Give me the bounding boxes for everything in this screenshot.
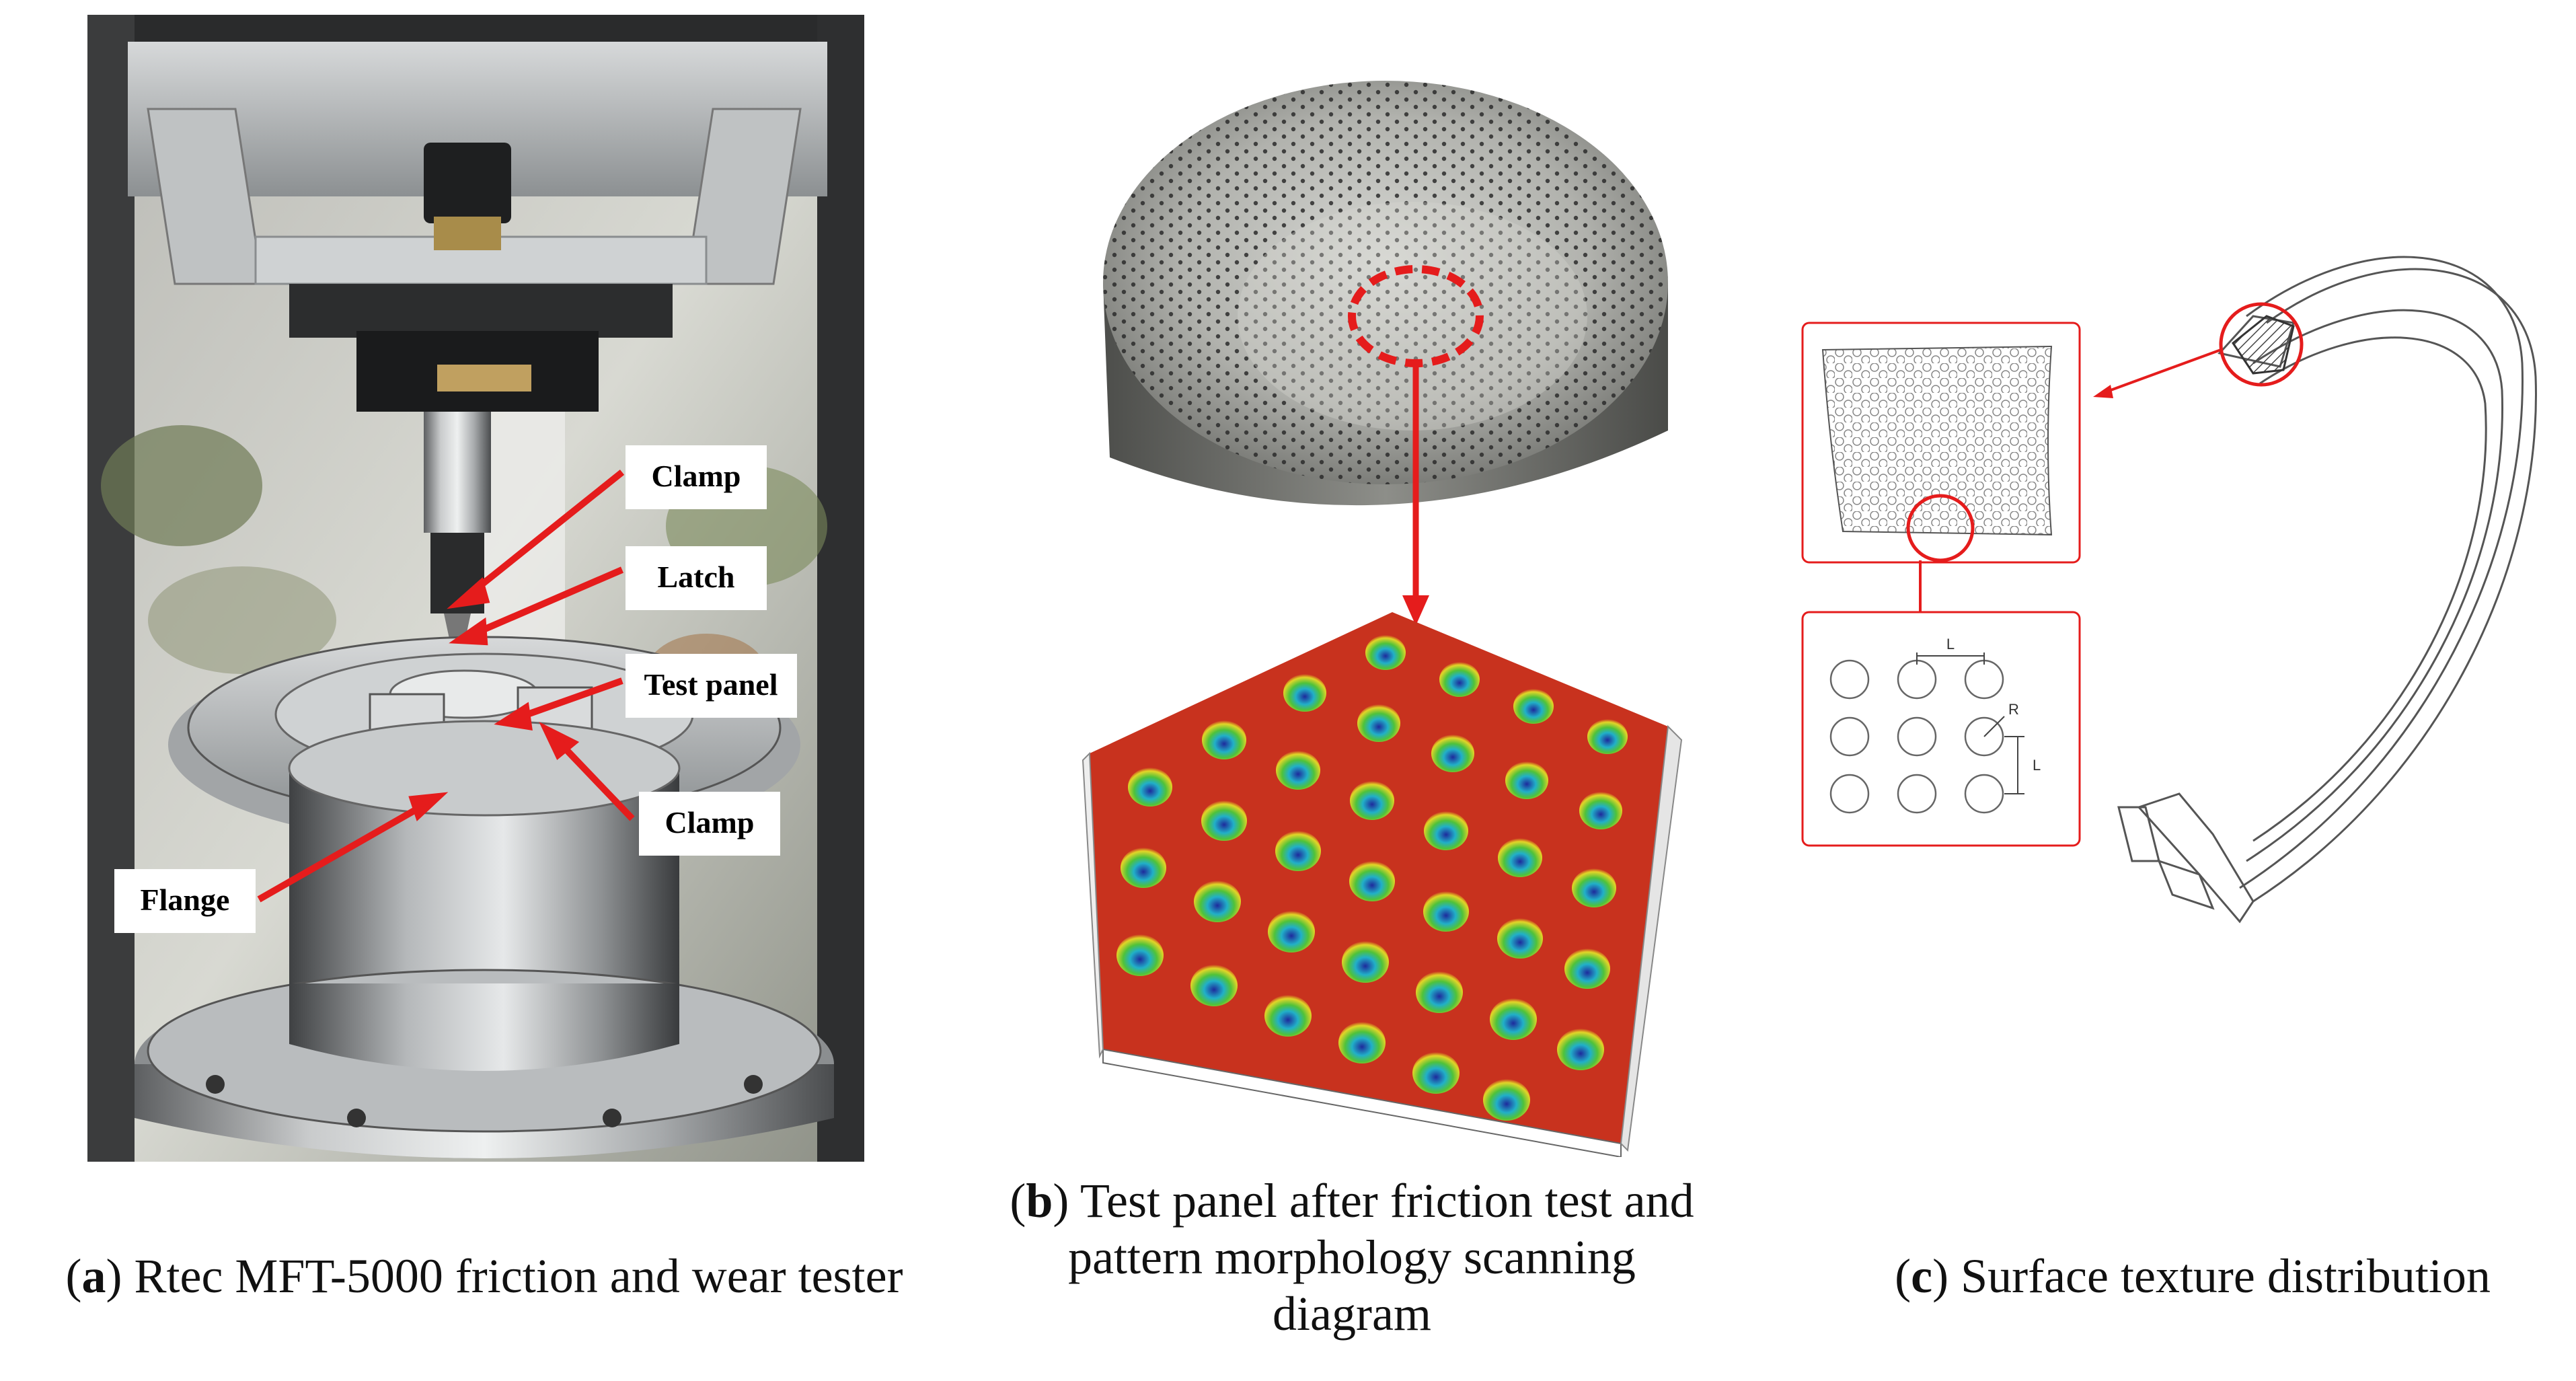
label-latch: Latch: [626, 546, 767, 610]
texture-detail-inset: L R L: [1801, 611, 2081, 847]
tester-photo-graphic: Clamp Latch Test panel Clamp Flange: [87, 15, 864, 1162]
tester-photo: Clamp Latch Test panel Clamp Flange: [87, 15, 864, 1162]
texture-inset: [1801, 322, 2081, 634]
texture-distribution-drawing: L R L: [1782, 215, 2556, 955]
caption-b-line1-row: (b) Test panel after friction test and: [1010, 1174, 1694, 1228]
annotation-arrows: [257, 470, 635, 903]
cross-section-highlight: [2219, 302, 2304, 387]
label-test-panel: Test panel: [626, 654, 797, 718]
caption-a: (a) Rtec MFT-5000 friction and wear test…: [65, 1249, 903, 1303]
texture-distribution-graphic: L R L: [1801, 256, 2537, 924]
caption-b-line2: pattern morphology scanning: [1068, 1230, 1636, 1284]
dimension-label-spacing-vertical: L: [2033, 757, 2041, 774]
svg-text:Clamp: Clamp: [665, 805, 755, 839]
dimension-label-radius: R: [2008, 701, 2019, 718]
caption-b-letter: b: [1026, 1174, 1053, 1228]
caption-c: (c) Surface texture distribution: [1895, 1249, 2491, 1303]
caption-a-letter: a: [81, 1249, 106, 1303]
svg-text:Test panel: Test panel: [644, 667, 778, 702]
label-clamp-top: Clamp: [626, 445, 767, 509]
morphology-scan: [1082, 612, 1683, 1157]
dimension-label-spacing-horizontal: L: [1946, 636, 1955, 652]
caption-c-letter: c: [1911, 1249, 1933, 1303]
label-clamp-bottom: Clamp: [639, 792, 780, 856]
test-panel-graphic: [1082, 81, 1683, 1157]
svg-text:Latch: Latch: [658, 560, 735, 594]
caption-a-text: ) Rtec MFT-5000 friction and wear tester: [106, 1249, 903, 1303]
caption-b: (b) Test panel after friction test and p…: [948, 1172, 1755, 1342]
caption-c-text: ) Surface texture distribution: [1932, 1249, 2491, 1303]
caption-b-line1: ) Test panel after friction test and: [1053, 1174, 1694, 1228]
seal-ring-drawing: [2117, 256, 2537, 924]
test-panel-figure: [1063, 81, 1688, 1157]
test-panel-photo: [1103, 81, 1668, 506]
caption-b-line3: diagram: [1273, 1287, 1431, 1341]
svg-text:Clamp: Clamp: [652, 459, 741, 493]
svg-text:Flange: Flange: [141, 883, 230, 917]
label-flange: Flange: [114, 869, 256, 933]
